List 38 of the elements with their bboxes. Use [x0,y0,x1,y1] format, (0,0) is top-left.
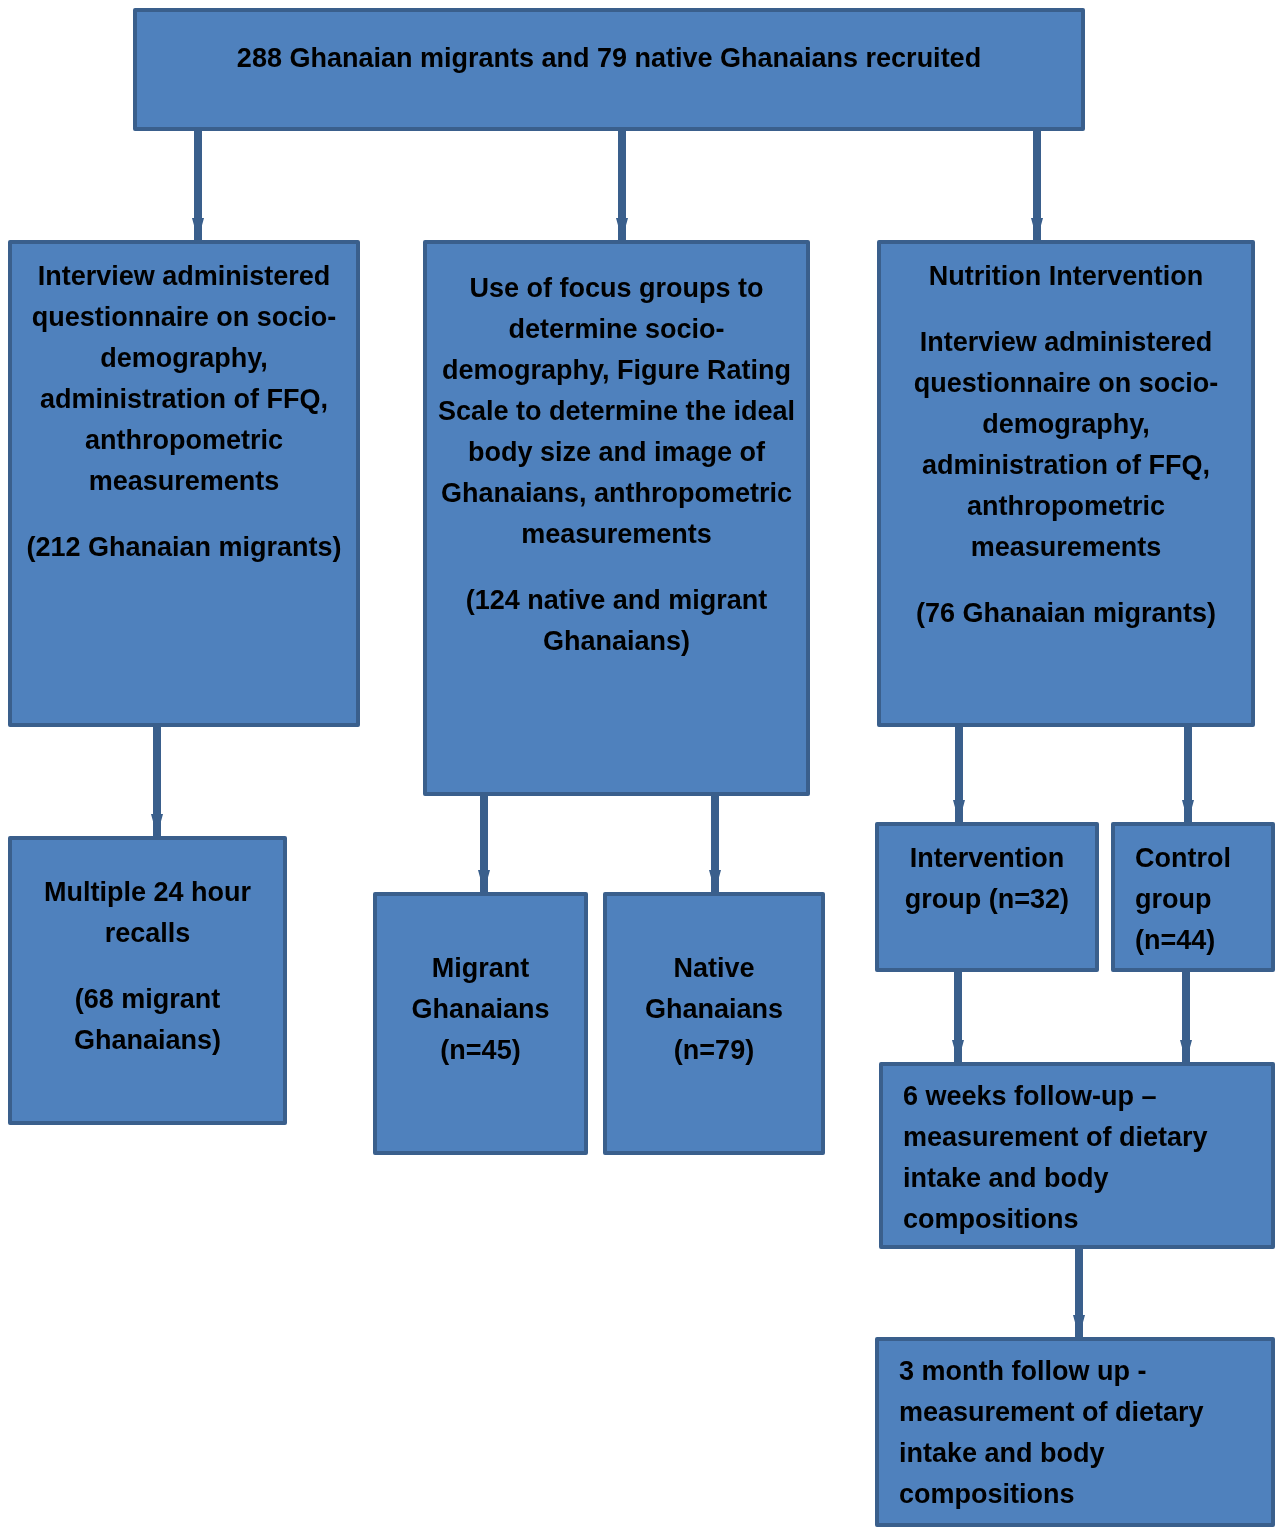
process-box [133,8,1085,131]
arrow [953,727,965,822]
process-box [1111,822,1275,972]
process-box [879,1062,1275,1249]
box-text: Multiple 24 hour recalls [43,876,252,950]
box-text: 288 Ghanaian migrants and 79 native Ghanaians recruited [235,42,983,75]
box-heading: Nutrition Intervention [927,260,1205,293]
sample-size-text: (124 native and migrant Ghanaians) [464,584,769,658]
sample-size-text: (76 Ghanaian migrants) [914,597,1218,630]
arrow [1073,1249,1085,1337]
box-text: Native Ghanaians (n=79) [643,952,784,1067]
box-text: Migrant Ghanaians (n=45) [410,952,551,1067]
box-text: 3 month follow up - measurement of dietary intake and body compositions [899,1355,1205,1511]
arrow [709,796,721,892]
arrow [616,131,628,240]
box-text: Interview administered questionnaire on socio-demography, administration of FFQ, anthropometric measurements [912,326,1220,564]
box-text: Intervention group (n=32) [903,842,1071,916]
process-box [877,240,1255,727]
process-box [875,1337,1275,1527]
arrow [1180,972,1192,1062]
arrow [151,727,163,836]
process-box [875,822,1099,972]
process-box [603,892,825,1155]
process-box [8,240,360,727]
arrow [192,131,204,240]
process-box [423,240,810,796]
box-text: Use of focus groups to determine socio-demography, Figure Rating Scale to determine the ideal body size and image of Ghanaians, anthropometric measurements [437,272,796,551]
box-text: Control group (n=44) [1135,842,1232,957]
process-box [8,836,287,1125]
arrow [1182,727,1194,822]
arrow [952,972,964,1062]
arrow [1031,131,1043,240]
process-box [373,892,588,1155]
box-text: 6 weeks follow-up – measurement of dietary intake and body compositions [903,1080,1209,1236]
sample-size-text: (212 Ghanaian migrants) [25,531,343,564]
arrow [478,796,490,892]
sample-size-text: (68 migrant Ghanaians) [72,983,222,1057]
box-text: Interview administered questionnaire on socio-demography, administration of FFQ, anthropometric measurements [30,260,338,498]
